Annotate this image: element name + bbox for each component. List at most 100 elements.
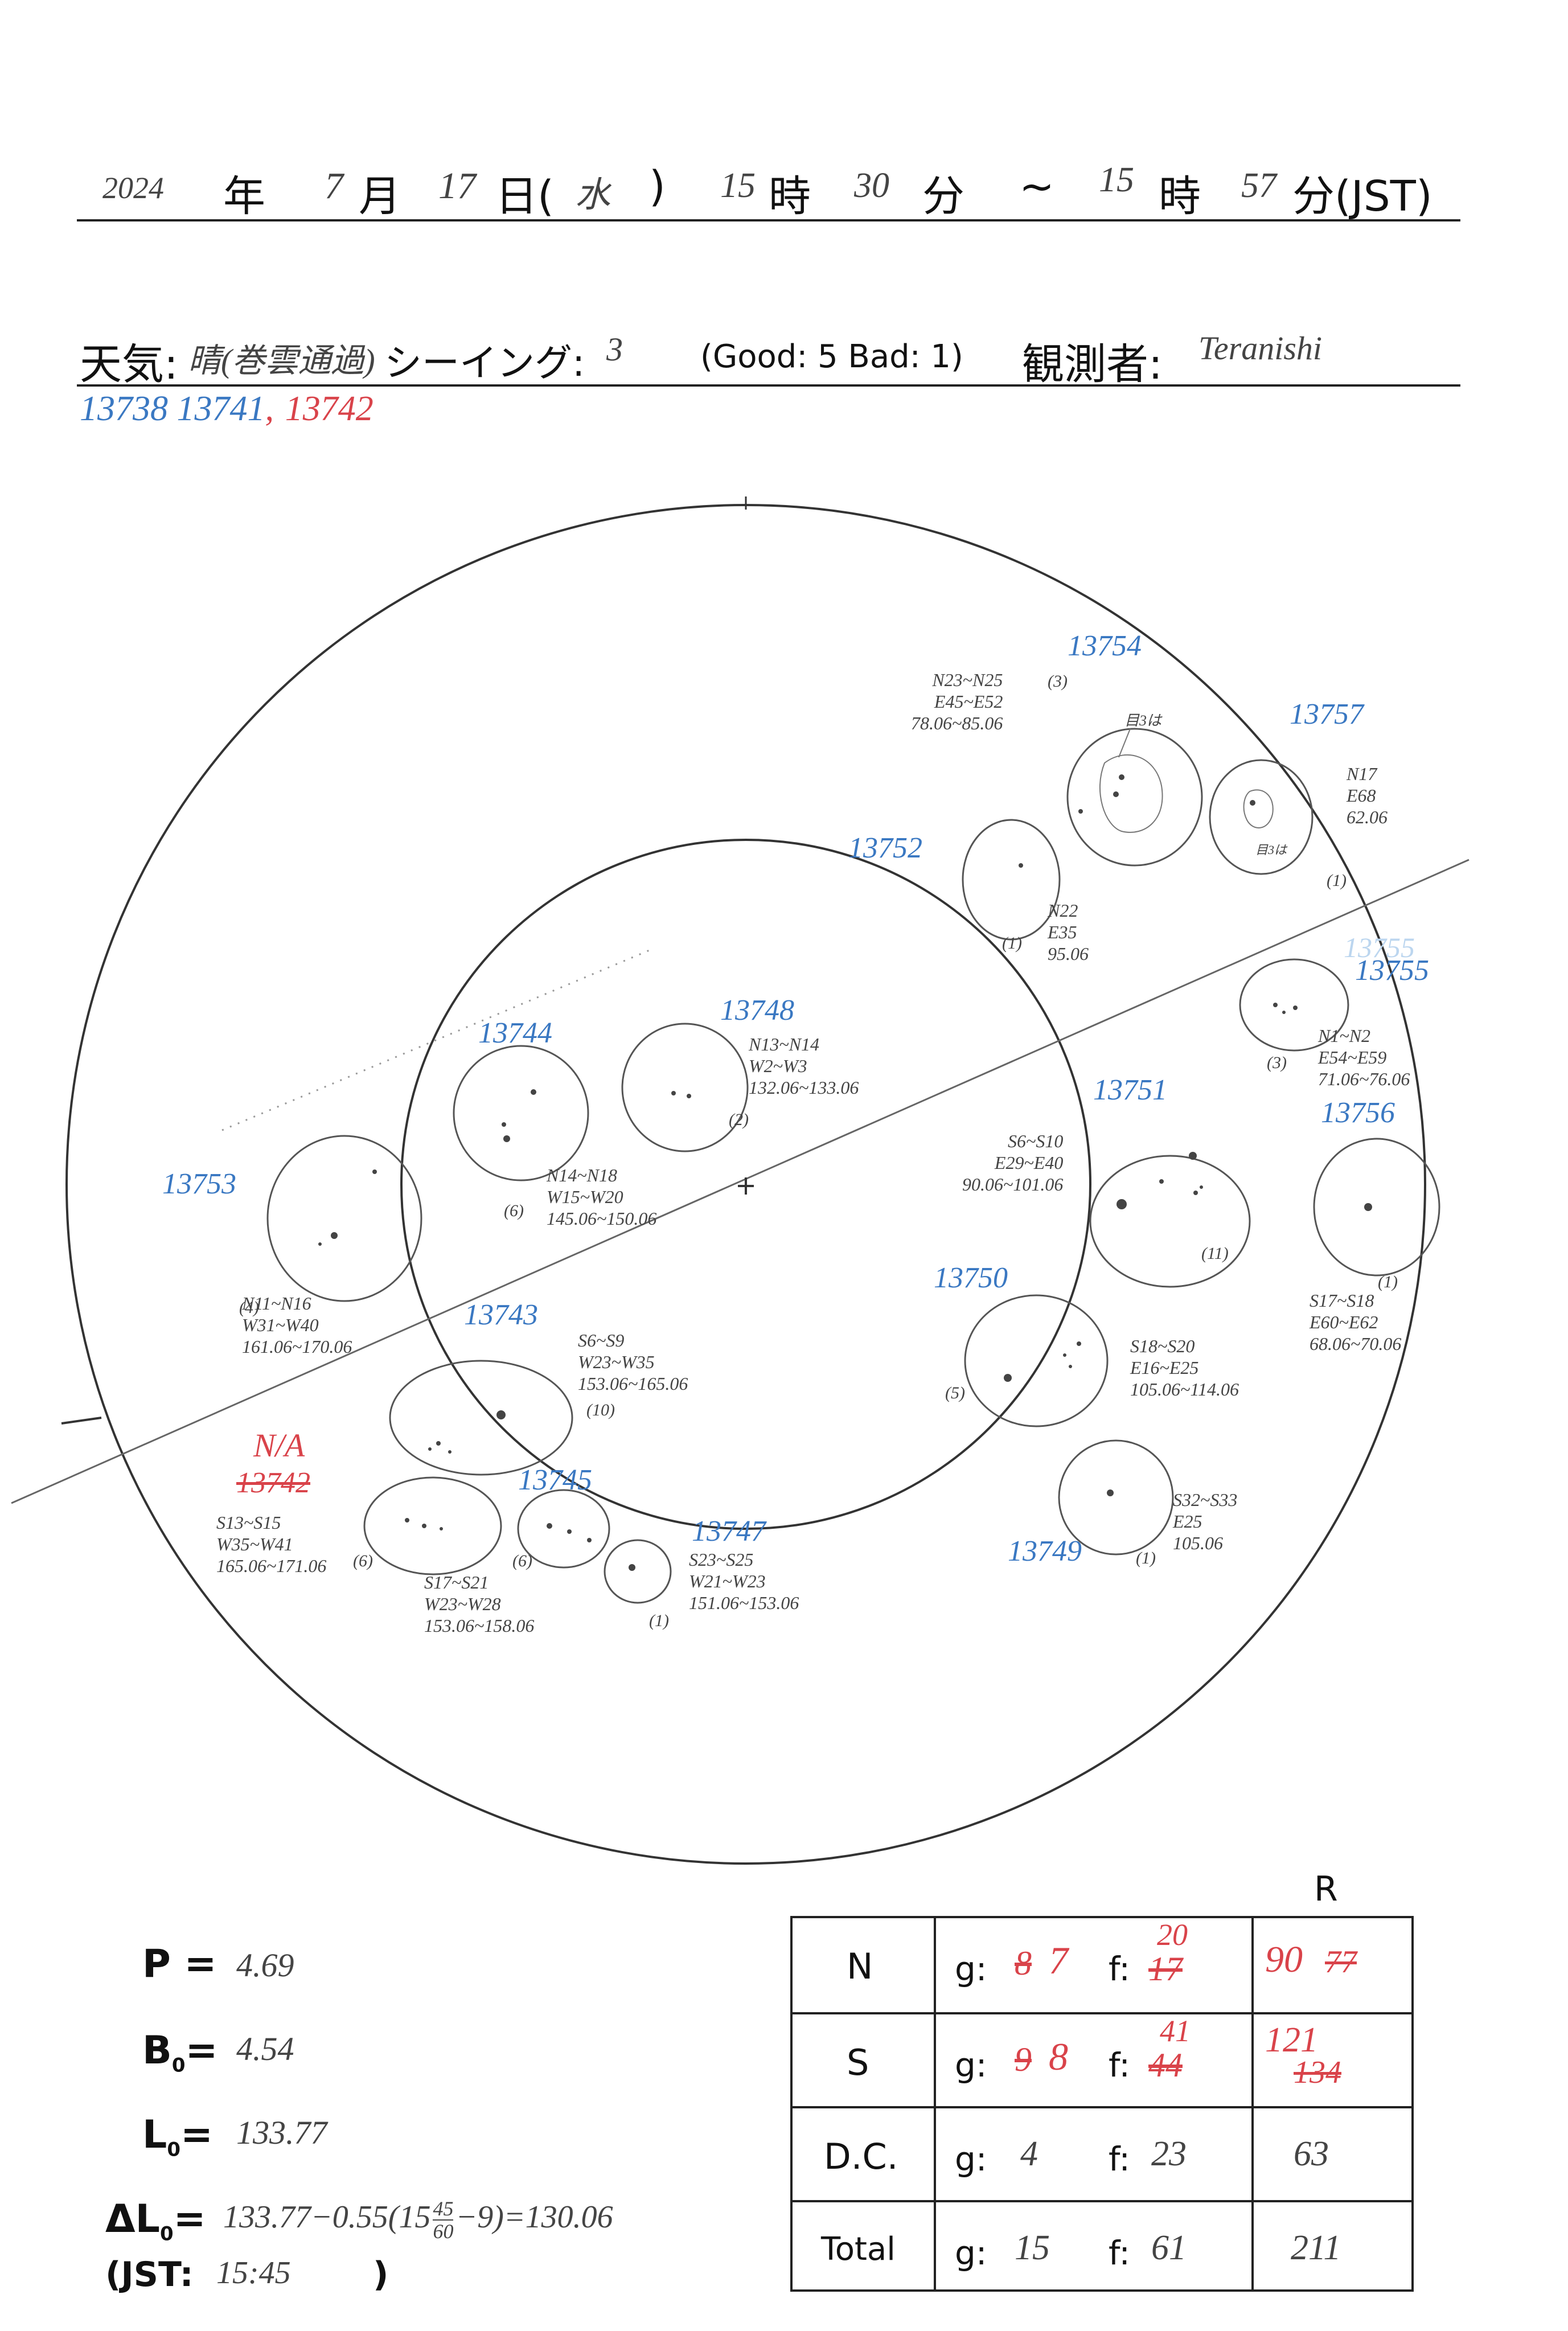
- region-lat: S23~S25: [689, 1549, 754, 1570]
- dl0-letter: ΔL: [105, 2197, 160, 2242]
- region-id-13751: 13751: [1093, 1074, 1167, 1106]
- g-value: 4: [1020, 2135, 1038, 2173]
- spot-dot: [1364, 1203, 1372, 1211]
- region-carr: 105.06~114.06: [1130, 1379, 1239, 1400]
- ghost-region-label: 13755: [1344, 931, 1415, 963]
- region-id-13748: 13748: [720, 994, 794, 1027]
- region-id-13752: 13752: [848, 832, 922, 864]
- region-lat: N14~N18: [547, 1165, 617, 1185]
- region-lon: W23~W28: [424, 1594, 501, 1614]
- region-list-red: 13742: [285, 389, 373, 428]
- region-lon: E29~E40: [994, 1152, 1064, 1173]
- region-lat: N22: [1048, 900, 1078, 921]
- region-carr: 132.06~133.06: [749, 1077, 859, 1098]
- tilde: ~: [1019, 162, 1055, 211]
- region-id-13743: 13743: [464, 1299, 538, 1331]
- region-na-label: N/A: [253, 1427, 305, 1464]
- center-cross: [738, 1177, 754, 1195]
- region-id-13755: 13755: [1355, 954, 1429, 987]
- dl0-frac-denominator: 60: [433, 2220, 454, 2243]
- region-spot-count-13756: (1): [1378, 1273, 1398, 1291]
- g-label: g:: [955, 1950, 987, 1988]
- region-list: 13738 13741, 13742: [80, 387, 373, 429]
- region-outline-13743: [389, 1360, 573, 1476]
- row-label: Total: [821, 2231, 896, 2268]
- dl0-label: ΔL0=: [105, 2197, 206, 2246]
- region-id-13745: 13745: [518, 1464, 592, 1496]
- spot-dot: [1293, 1006, 1298, 1010]
- region-lon: W31~W40: [242, 1315, 319, 1335]
- month-unit: 月: [359, 172, 401, 221]
- seeing-label: シーイング:: [384, 341, 585, 385]
- region-spot-count-13752: (1): [1002, 934, 1022, 953]
- spot-dot: [331, 1232, 338, 1239]
- region-lon: W2~W3: [749, 1056, 807, 1076]
- g-label: g:: [955, 2234, 987, 2272]
- year-value: 2024: [102, 171, 164, 205]
- region-lon: E16~E25: [1130, 1357, 1199, 1378]
- region-outline-13752: [962, 819, 1061, 941]
- spot-dot: [1019, 863, 1023, 868]
- g-label: g:: [955, 2140, 987, 2178]
- region-carr: 62.06: [1347, 807, 1388, 827]
- region-lat: S17~S18: [1310, 1290, 1374, 1311]
- region-outline-13753: [266, 1135, 422, 1302]
- region-lat: S6~S10: [1008, 1131, 1064, 1151]
- region-lat: S13~S15: [216, 1512, 281, 1533]
- region-outline-13744: [453, 1045, 589, 1181]
- region-carr: 105.06: [1173, 1533, 1223, 1553]
- r-column-header: R: [1314, 1869, 1338, 1909]
- region-carr: 161.06~170.06: [242, 1336, 352, 1357]
- r-value: 63: [1294, 2135, 1329, 2173]
- minute-unit: 分: [922, 172, 964, 221]
- end-minute: 57: [1241, 166, 1276, 205]
- region-carr: 78.06~85.06: [911, 713, 1003, 733]
- spot-dot: [1159, 1179, 1164, 1184]
- spot-dot: [1119, 774, 1124, 780]
- l0-letter: L: [142, 2112, 167, 2157]
- region-id-13749: 13749: [1008, 1535, 1082, 1567]
- table-row-s: S g: 9 8 f: 44 41 121 134: [793, 2012, 1411, 2106]
- spot-dot: [531, 1089, 536, 1095]
- f-label: f:: [1109, 2234, 1130, 2272]
- spot-dot: [405, 1518, 409, 1522]
- region-spot-count-13749: (1): [1136, 1549, 1156, 1567]
- day-unit: 日(: [495, 172, 554, 221]
- region-outline-13755: [1239, 958, 1349, 1052]
- region-carr: 165.06~171.06: [216, 1556, 327, 1576]
- f-value: 23: [1151, 2135, 1187, 2173]
- spot-dot: [1077, 1341, 1081, 1346]
- region-lon: E25: [1173, 1511, 1202, 1532]
- region-spot-count-13748: (2): [729, 1110, 749, 1129]
- f-label: f:: [1109, 2046, 1130, 2084]
- spot-dot: [567, 1529, 572, 1534]
- region-carr: 153.06~158.06: [424, 1615, 535, 1636]
- spot-dot: [448, 1450, 451, 1454]
- equator-line: [11, 859, 1470, 1504]
- g-value: 15: [1015, 2229, 1050, 2267]
- seeing-value: 3: [606, 331, 623, 368]
- region-spot-count-13751: (11): [1201, 1244, 1229, 1263]
- weekday-close: ): [649, 162, 666, 211]
- region-carr: 95.06: [1048, 943, 1089, 964]
- region-spot-count-13754: (3): [1048, 672, 1068, 691]
- region-spot-count-13745: (6): [512, 1552, 532, 1570]
- region-id-13753: 13753: [162, 1168, 236, 1200]
- region-lat: N13~N14: [749, 1034, 819, 1054]
- r-old-value: 134: [1294, 2055, 1341, 2090]
- region-outline-13747: [604, 1539, 672, 1604]
- spot-dot: [587, 1538, 592, 1542]
- spot-dot: [629, 1564, 635, 1571]
- region-lon: E54~E59: [1318, 1047, 1387, 1068]
- header-underline-2: [77, 384, 1460, 387]
- end-hour: 15: [1099, 161, 1134, 199]
- r-value: 211: [1291, 2229, 1341, 2267]
- spot-dot: [1273, 1003, 1278, 1007]
- spot-note-13757: 目3は: [1255, 843, 1287, 857]
